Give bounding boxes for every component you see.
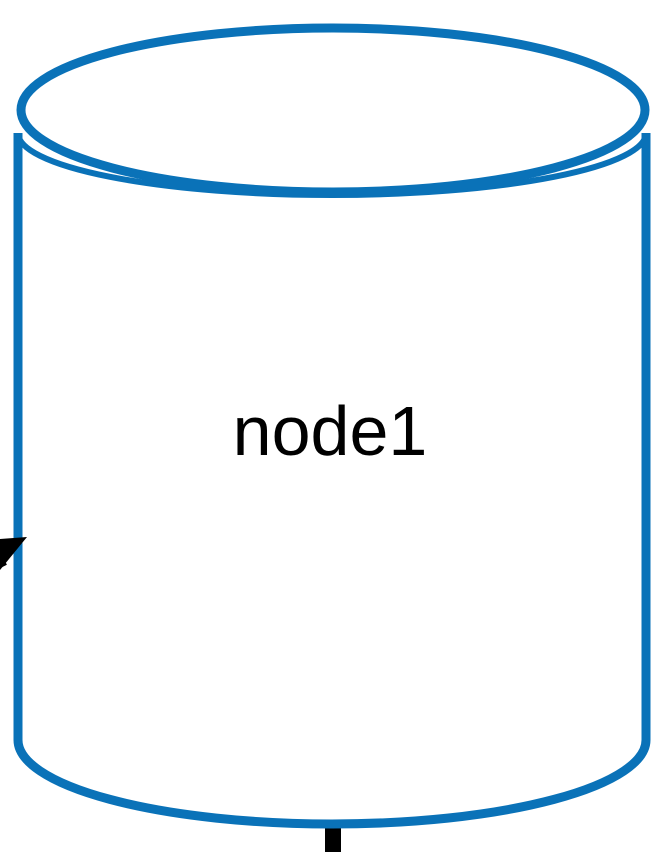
cylinder-body	[13, 133, 651, 829]
node-label: node1	[232, 392, 428, 470]
incoming-edge-left	[0, 537, 27, 570]
node-cylinder[interactable]	[13, 23, 651, 829]
cylinder-top	[16, 23, 650, 197]
arrowhead-icon	[0, 537, 27, 570]
